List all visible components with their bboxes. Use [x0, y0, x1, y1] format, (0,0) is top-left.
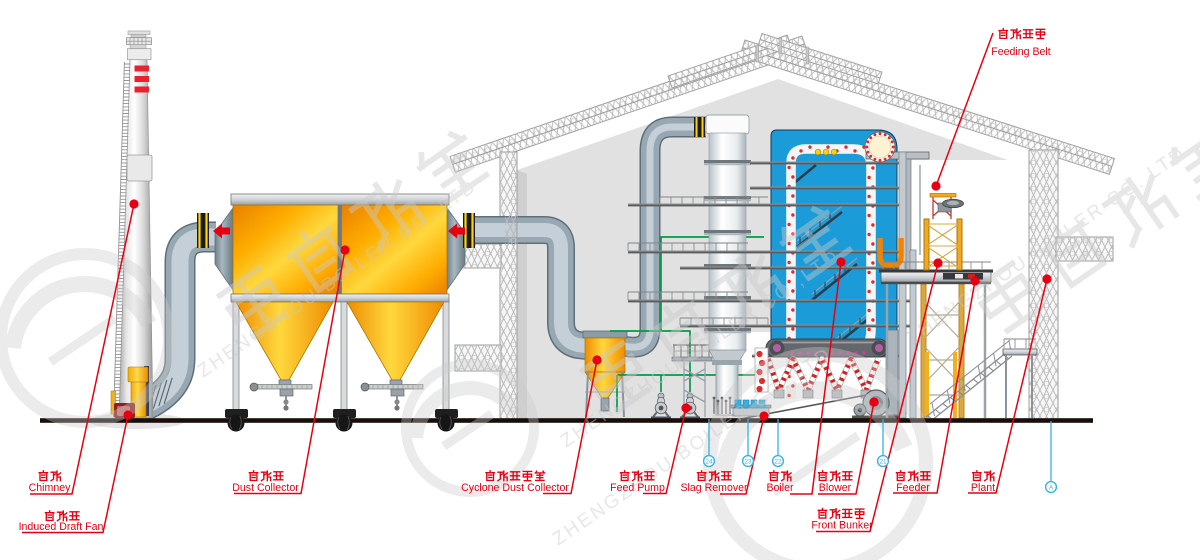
svg-text:Chimney: Chimney: [29, 482, 72, 494]
svg-text:Blower: Blower: [819, 482, 852, 494]
svg-text:Plant: Plant: [971, 482, 995, 494]
svg-text:Front Bunker: Front Bunker: [811, 520, 873, 532]
svg-text:Cyclone Dust Collector: Cyclone Dust Collector: [461, 482, 569, 494]
svg-text:24: 24: [705, 458, 713, 465]
svg-text:Induced Draft Fan: Induced Draft Fan: [19, 521, 104, 533]
svg-text:Dust Collector: Dust Collector: [232, 482, 299, 494]
svg-text:Slag Remover: Slag Remover: [680, 482, 748, 494]
svg-text:Feeding Belt: Feeding Belt: [991, 46, 1051, 58]
svg-text:A: A: [1049, 484, 1054, 491]
svg-text:21: 21: [879, 458, 887, 465]
svg-text:23: 23: [744, 458, 752, 465]
svg-text:Boiler: Boiler: [766, 482, 794, 494]
svg-text:Feeder: Feeder: [896, 482, 930, 494]
svg-text:Feed Pump: Feed Pump: [610, 482, 665, 494]
svg-text:22: 22: [774, 458, 782, 465]
